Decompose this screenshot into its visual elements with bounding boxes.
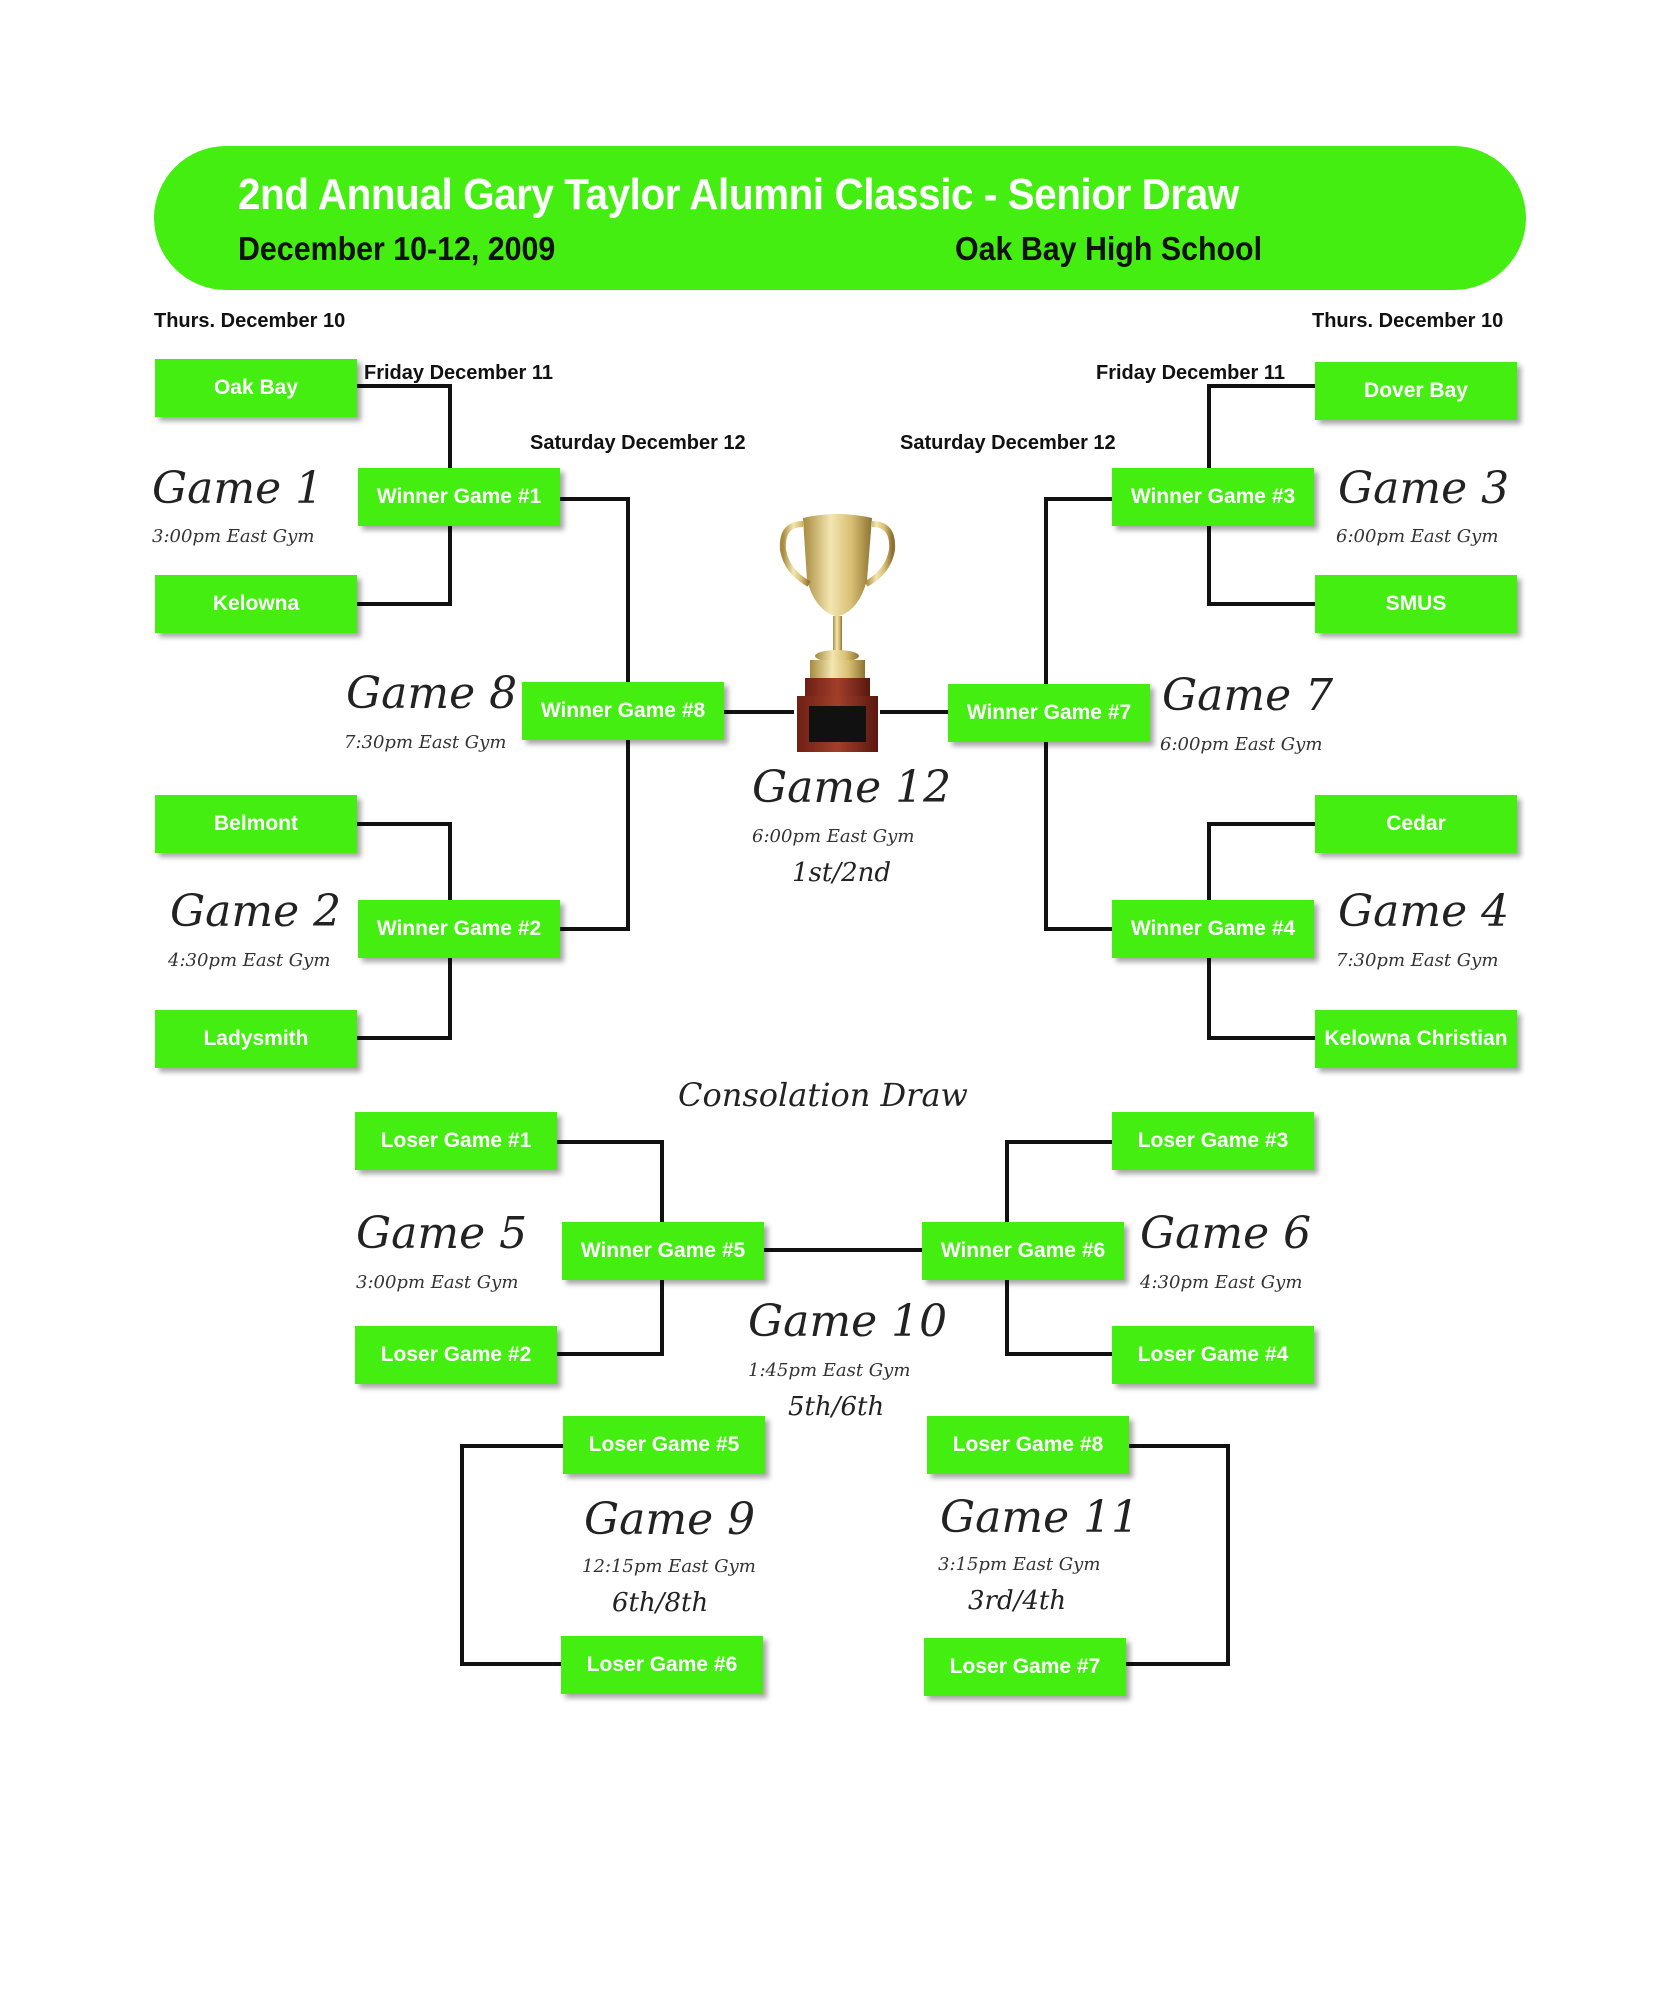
bracket-line bbox=[1207, 384, 1319, 388]
slot-loser-game-8[interactable]: Loser Game #8 bbox=[927, 1416, 1129, 1474]
game-8-label: Game 8 bbox=[346, 668, 518, 719]
bracket-line bbox=[356, 822, 452, 826]
slot-winner-game-3[interactable]: Winner Game #3 bbox=[1112, 468, 1314, 526]
day-label-thurs-left: Thurs. December 10 bbox=[154, 310, 346, 332]
team-belmont[interactable]: Belmont bbox=[155, 795, 357, 853]
team-smus[interactable]: SMUS bbox=[1315, 575, 1517, 633]
game-6-label: Game 6 bbox=[1140, 1208, 1312, 1259]
slot-loser-game-2[interactable]: Loser Game #2 bbox=[355, 1326, 557, 1384]
bracket-line bbox=[1207, 602, 1319, 606]
game-7-time: 6:00pm East Gym bbox=[1160, 734, 1323, 755]
bracket-line bbox=[556, 1140, 664, 1144]
slot-loser-game-7[interactable]: Loser Game #7 bbox=[924, 1638, 1126, 1696]
day-label-fri-right: Friday December 11 bbox=[1096, 362, 1285, 384]
day-label-sat-left: Saturday December 12 bbox=[530, 432, 746, 454]
bracket-line bbox=[560, 927, 630, 931]
slot-winner-game-5[interactable]: Winner Game #5 bbox=[562, 1222, 764, 1280]
header-banner bbox=[154, 146, 1526, 290]
game-5-label: Game 5 bbox=[356, 1208, 528, 1259]
game-12-result: 1st/2nd bbox=[792, 858, 892, 888]
team-kelowna[interactable]: Kelowna bbox=[155, 575, 357, 633]
game-3-time: 6:00pm East Gym bbox=[1336, 526, 1499, 547]
slot-winner-game-8[interactable]: Winner Game #8 bbox=[522, 682, 724, 740]
team-cedar[interactable]: Cedar bbox=[1315, 795, 1517, 853]
team-ladysmith[interactable]: Ladysmith bbox=[155, 1010, 357, 1068]
game-12-time: 6:00pm East Gym bbox=[752, 826, 915, 847]
game-1-time: 3:00pm East Gym bbox=[152, 526, 315, 547]
game-11-label: Game 11 bbox=[940, 1492, 1140, 1543]
bracket-line bbox=[560, 497, 630, 501]
game-9-time: 12:15pm East Gym bbox=[582, 1556, 756, 1577]
day-label-thurs-right: Thurs. December 10 bbox=[1312, 310, 1504, 332]
page-title: 2nd Annual Gary Taylor Alumni Classic - … bbox=[238, 170, 1239, 219]
bracket-line bbox=[356, 602, 452, 606]
game-2-time: 4:30pm East Gym bbox=[168, 950, 331, 971]
slot-loser-game-1[interactable]: Loser Game #1 bbox=[355, 1112, 557, 1170]
game-11-time: 3:15pm East Gym bbox=[938, 1554, 1101, 1575]
slot-winner-game-7[interactable]: Winner Game #7 bbox=[948, 684, 1150, 742]
bracket-line bbox=[1207, 822, 1319, 826]
slot-winner-game-1[interactable]: Winner Game #1 bbox=[358, 468, 560, 526]
bracket-line bbox=[1226, 1444, 1230, 1666]
bracket-line bbox=[1207, 1036, 1319, 1040]
bracket-line bbox=[556, 1352, 664, 1356]
game-6-time: 4:30pm East Gym bbox=[1140, 1272, 1303, 1293]
bracket-line bbox=[1044, 927, 1112, 931]
bracket-line bbox=[1126, 1662, 1230, 1666]
slot-winner-game-2[interactable]: Winner Game #2 bbox=[358, 900, 560, 958]
slot-loser-game-4[interactable]: Loser Game #4 bbox=[1112, 1326, 1314, 1384]
bracket-line bbox=[1044, 497, 1112, 501]
event-venue: Oak Bay High School bbox=[955, 230, 1263, 267]
team-kelowna-christian[interactable]: Kelowna Christian bbox=[1315, 1010, 1517, 1068]
game-10-label: Game 10 bbox=[748, 1296, 948, 1347]
bracket-line bbox=[1126, 1444, 1230, 1448]
game-4-label: Game 4 bbox=[1338, 886, 1510, 937]
bracket-line bbox=[460, 1444, 564, 1448]
slot-loser-game-3[interactable]: Loser Game #3 bbox=[1112, 1112, 1314, 1170]
bracket-line bbox=[880, 710, 952, 714]
bracket-line bbox=[356, 1036, 452, 1040]
game-4-time: 7:30pm East Gym bbox=[1336, 950, 1499, 971]
bracket-line bbox=[1005, 1352, 1117, 1356]
game-3-label: Game 3 bbox=[1338, 463, 1510, 514]
game-7-label: Game 7 bbox=[1162, 670, 1334, 721]
day-label-sat-right: Saturday December 12 bbox=[900, 432, 1116, 454]
bracket-line bbox=[724, 710, 794, 714]
game-11-result: 3rd/4th bbox=[968, 1586, 1067, 1616]
game-10-time: 1:45pm East Gym bbox=[748, 1360, 911, 1381]
bracket-line bbox=[460, 1444, 464, 1666]
game-9-label: Game 9 bbox=[584, 1494, 756, 1545]
slot-winner-game-6[interactable]: Winner Game #6 bbox=[922, 1222, 1124, 1280]
bracket-line bbox=[760, 1248, 922, 1252]
game-9-result: 6th/8th bbox=[612, 1588, 709, 1618]
bracket-line bbox=[460, 1662, 564, 1666]
game-1-label: Game 1 bbox=[152, 463, 324, 514]
trophy-icon bbox=[779, 514, 896, 752]
team-oak-bay[interactable]: Oak Bay bbox=[155, 359, 357, 417]
game-5-time: 3:00pm East Gym bbox=[356, 1272, 519, 1293]
day-label-fri-left: Friday December 11 bbox=[364, 362, 553, 384]
consolation-title: Consolation Draw bbox=[678, 1076, 968, 1114]
bracket-line bbox=[1005, 1140, 1117, 1144]
game-12-label: Game 12 bbox=[752, 762, 952, 813]
game-8-time: 7:30pm East Gym bbox=[344, 732, 507, 753]
event-dates: December 10-12, 2009 bbox=[238, 230, 556, 267]
bracket-line bbox=[356, 384, 452, 388]
slot-loser-game-6[interactable]: Loser Game #6 bbox=[561, 1636, 763, 1694]
slot-winner-game-4[interactable]: Winner Game #4 bbox=[1112, 900, 1314, 958]
slot-loser-game-5[interactable]: Loser Game #5 bbox=[563, 1416, 765, 1474]
game-2-label: Game 2 bbox=[170, 886, 342, 937]
game-10-result: 5th/6th bbox=[788, 1392, 885, 1422]
team-dover-bay[interactable]: Dover Bay bbox=[1315, 362, 1517, 420]
